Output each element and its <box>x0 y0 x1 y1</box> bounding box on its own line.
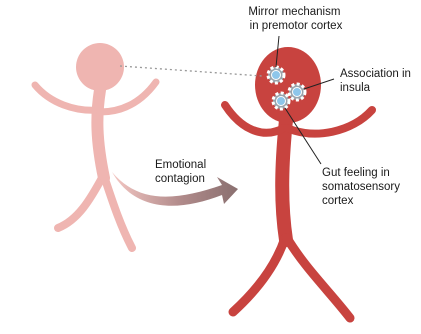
observed-person-body <box>97 90 104 178</box>
observer-person-body <box>282 120 286 240</box>
observer-person-head <box>255 47 321 123</box>
gear-icon <box>289 84 305 100</box>
emotional-contagion-label: Emotional contagion <box>155 159 209 185</box>
gut-feeling-label: Gut feeling in somatosensory cortex <box>322 167 403 207</box>
mirror-mechanism-label: Mirror mechanism in premotor cortex <box>248 6 343 32</box>
observed-person-head <box>76 43 124 91</box>
gear-icon <box>268 67 284 83</box>
observed-person-left-leg <box>58 176 103 228</box>
observed-person-left-arm <box>35 85 99 110</box>
observer-person-right-leg <box>287 238 350 318</box>
association-insula-label: Association in insula <box>340 68 414 94</box>
observer-person-left-leg <box>233 238 285 312</box>
observed-person-figure <box>35 43 156 248</box>
gear-icon <box>273 93 289 109</box>
gaze-line <box>120 66 262 76</box>
